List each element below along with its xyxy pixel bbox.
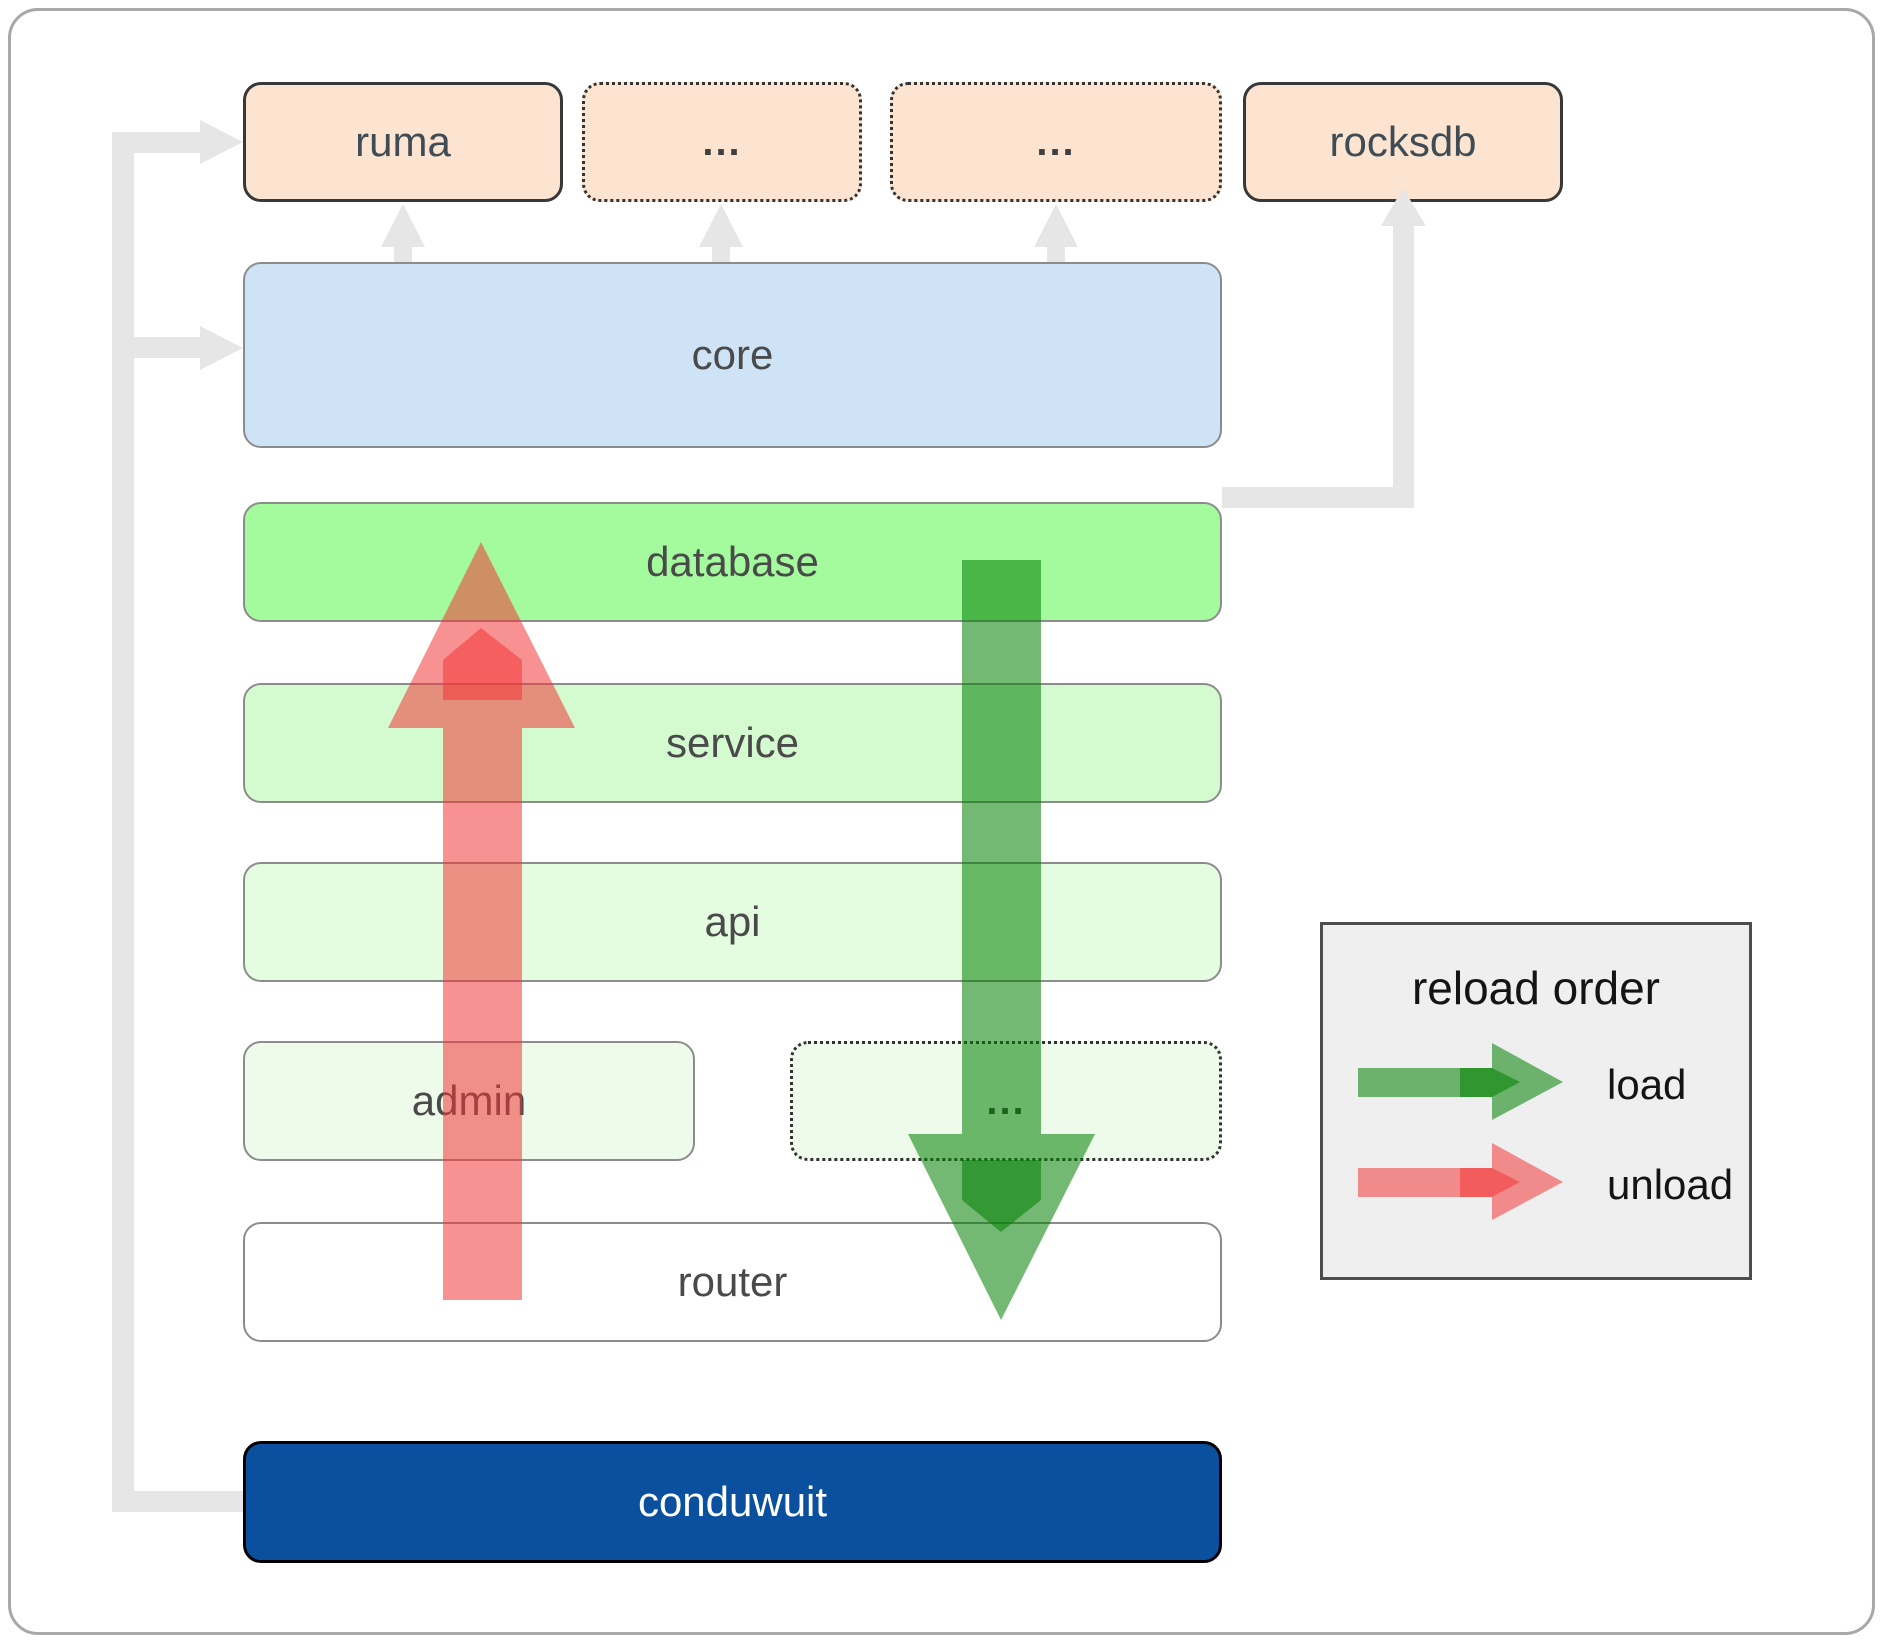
- node-admin-label: admin: [411, 1077, 527, 1124]
- node-ellipsis-2-label: ...: [1036, 119, 1076, 164]
- node-admin: admin: [243, 1041, 695, 1161]
- node-core: core: [243, 262, 1222, 448]
- node-rocksdb: rocksdb: [1243, 82, 1563, 202]
- node-api: api: [243, 862, 1222, 982]
- legend-unload-label: unload: [1607, 1161, 1734, 1208]
- node-ruma: ruma: [243, 82, 563, 202]
- node-ellipsis-1: ...: [582, 82, 862, 202]
- legend-box: reload order load unload: [1320, 922, 1752, 1280]
- node-service: service: [243, 683, 1222, 803]
- node-core-label: core: [691, 331, 774, 378]
- node-ellipsis-2: ...: [890, 82, 1222, 202]
- node-admin-ellipsis-label: ...: [986, 1078, 1026, 1123]
- node-database-label: database: [646, 538, 819, 585]
- node-service-label: service: [665, 719, 800, 766]
- node-router-label: router: [677, 1258, 788, 1305]
- node-api-label: api: [704, 898, 761, 945]
- node-admin-ellipsis: ...: [790, 1041, 1222, 1161]
- node-router: router: [243, 1222, 1222, 1342]
- node-conduwuit: conduwuit: [243, 1441, 1222, 1563]
- node-ruma-label: ruma: [355, 118, 451, 165]
- node-database: database: [243, 502, 1222, 622]
- legend-title: reload order: [1411, 962, 1661, 1014]
- node-conduwuit-label: conduwuit: [637, 1478, 828, 1525]
- node-ellipsis-1-label: ...: [702, 119, 742, 164]
- outer-frame: [8, 8, 1875, 1635]
- legend-load-label: load: [1607, 1061, 1687, 1108]
- node-rocksdb-label: rocksdb: [1329, 118, 1477, 165]
